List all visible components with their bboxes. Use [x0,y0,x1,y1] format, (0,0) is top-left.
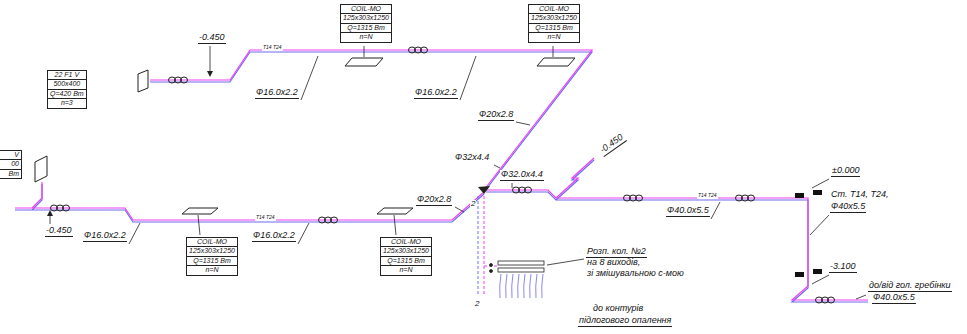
tag-row: Вт [0,170,21,178]
radiator-symbols [35,58,575,214]
pipe-label: ±0.000 [831,166,860,177]
tag-row: n=N [187,266,237,274]
pipe-label: 2 [474,300,480,309]
radiator-tag: 22 F1 V500x400Q=420 Втn=3 [47,70,87,109]
pipe-label: -0.450 [45,226,73,237]
radiator-tag: COIL-MO125x303x1250Q=1315 Втn=N [186,237,238,276]
pipe-label: Ф40.0x5.5 [872,293,916,304]
pipe-label: Ст. Т14, Т24, [830,190,889,200]
tag-row: n=3 [48,99,86,107]
pipe-label: Ф32x4.4 [454,153,490,163]
pipe-label: Ф40х5.5 [830,202,866,213]
pipe-label: до/від гол. гребінки [868,281,952,292]
pipe-label: Розп. кол. №2 [586,247,647,258]
tag-row: COIL-MO [529,5,579,14]
pipe-label: підлогового опалення [578,316,672,327]
pipe-label: Ф32.0x4.4 [500,170,544,181]
tag-row: 125x303x1250 [529,14,579,23]
pipe-label: -0.450 [598,132,627,157]
coil-symbols [51,47,835,303]
pipe-label: Ф16.0x2.2 [414,88,458,99]
level-arrows [47,71,213,216]
leader-lines [50,46,866,299]
radiator-tag: COIL-MO125x303x1250Q=1315 Втn=N [528,4,580,43]
radiator-tag: V00Вт [0,150,22,179]
tag-row: Q=1315 Вт [381,257,431,266]
tag-row: n=N [529,33,579,41]
tag-row: COIL-MO [341,5,391,14]
tag-row: Q=420 Вт [48,90,86,99]
pipe-label: Т14 Т24 [255,215,276,221]
pipe-label: зі змішувальною с-мою [586,269,685,279]
pipe-label: Ф16.0x2.2 [255,88,299,99]
collector-symbol [490,261,545,298]
pipe-lines [15,50,868,302]
tag-row: COIL-MO [187,238,237,247]
valve-marks [795,190,822,277]
pipe-label: 2 [470,200,476,209]
riser-junction [478,186,498,296]
pipe-label: Ф20x2.8 [478,110,514,121]
pipe-label: Ф16.0x2.2 [83,231,127,242]
tag-row: 125x303x1250 [187,247,237,256]
tag-row: n=N [341,33,391,41]
tag-row: 00 [0,160,21,169]
tag-row: COIL-MO [381,238,431,247]
pipe-label: на 8 виходів, [586,258,641,268]
tag-row: 22 F1 V [48,71,86,80]
tag-row: V [0,151,21,160]
radiator-tag: COIL-MO125x303x1250Q=1315 Втn=N [340,4,392,43]
pipe-label: Ф16.0x2.2 [252,231,296,242]
pipe-label: до контурів [592,304,644,314]
tag-row: Q=1315 Вт [341,24,391,33]
radiator-tag: COIL-MO125x303x1250Q=1315 Втn=N [380,237,432,276]
tag-row: Q=1315 Вт [529,24,579,33]
pipe-label: Т14 Т24 [262,45,283,51]
tag-row: 125x303x1250 [341,14,391,23]
tag-row: n=N [381,266,431,274]
pipe-label: Ф20x2.8 [416,195,452,206]
pipe-label: -3.100 [829,262,857,273]
pipe-label: -0.450 [198,33,226,44]
pipe-label: Ф40.0x5.5 [666,206,710,217]
tag-row: Q=1315 Вт [187,257,237,266]
pipe-label: Т14 Т24 [697,193,718,199]
tag-row: 125x303x1250 [381,247,431,256]
tag-row: 500x400 [48,80,86,89]
